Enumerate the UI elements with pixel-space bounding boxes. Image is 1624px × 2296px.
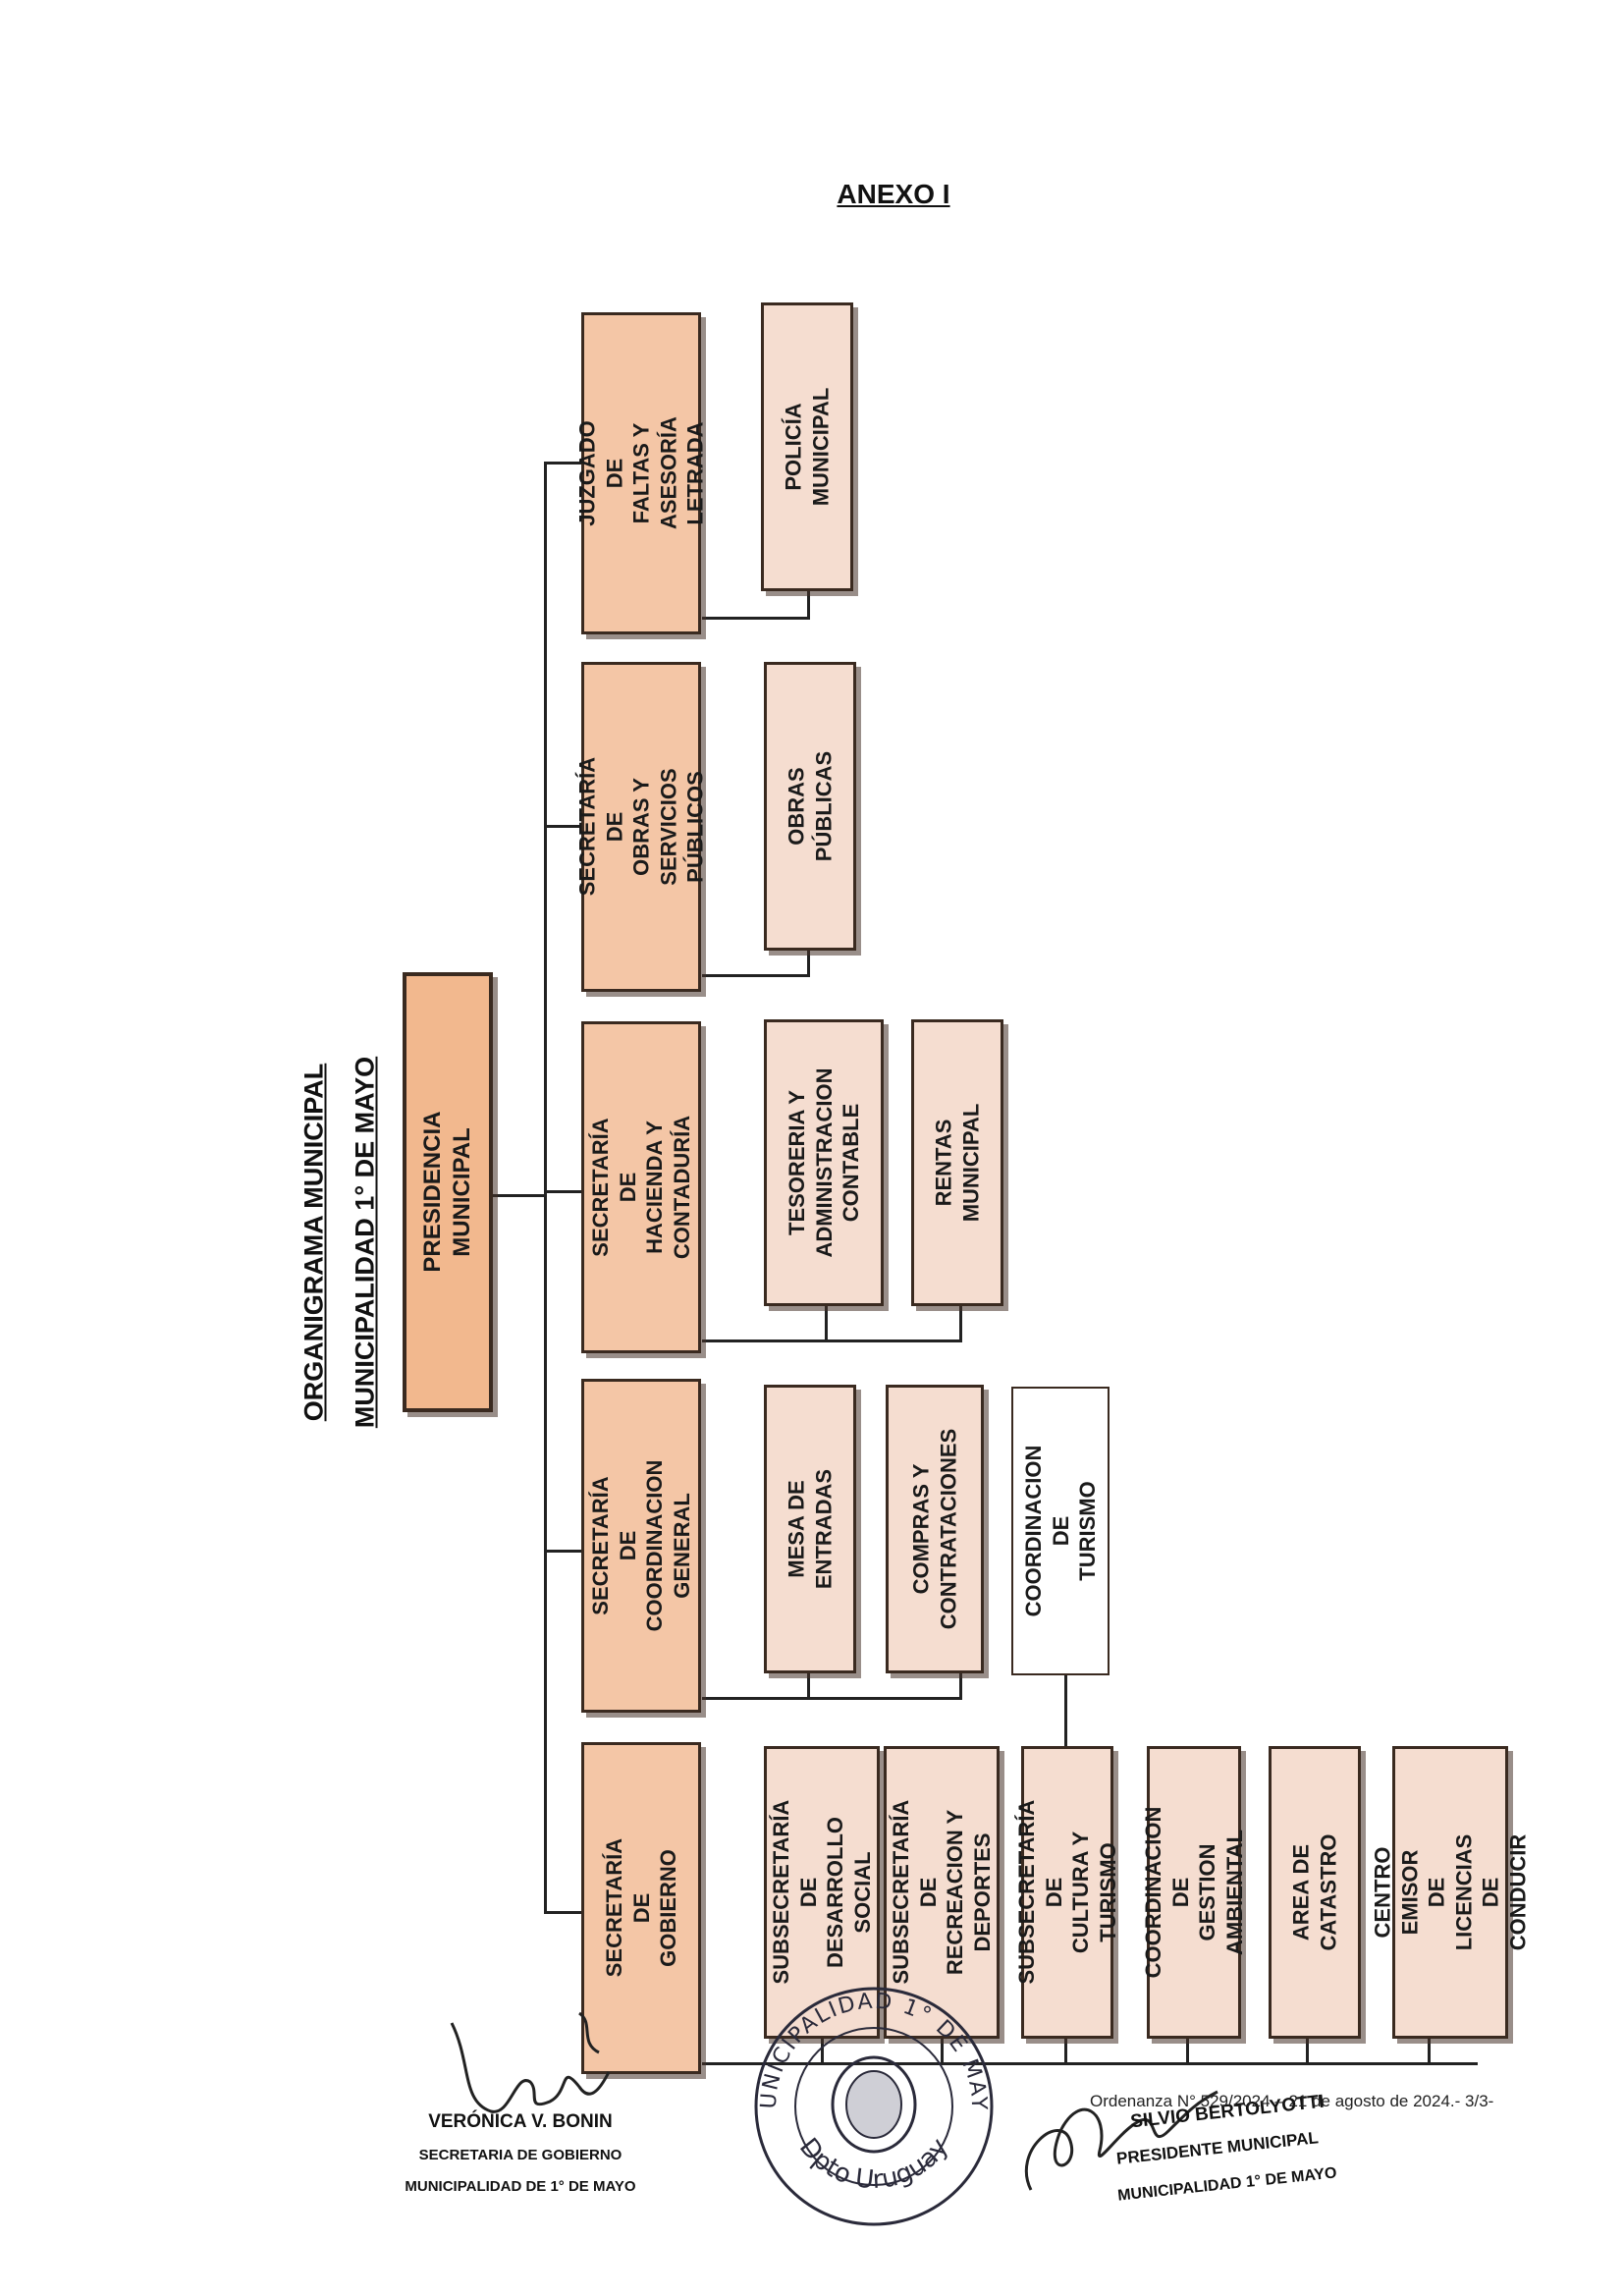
connector xyxy=(959,1672,962,1700)
connector xyxy=(544,462,547,1913)
connector xyxy=(807,1672,810,1700)
connector xyxy=(702,2062,1478,2065)
subunit-policia: POLICÍA MUNICIPAL xyxy=(761,302,853,591)
connector xyxy=(702,974,810,977)
subunit-tesoreria: TESORERIA Y ADMINISTRACION CONTABLE xyxy=(764,1019,884,1306)
subunit-label: OBRAS PÚBLICAS xyxy=(784,750,837,862)
svg-text:Dpto Uruguay: Dpto Uruguay xyxy=(793,2133,954,2196)
subunit-licencias: CENTRO EMISOR DE LICENCIAS DE CONDUCIR xyxy=(1371,1746,1530,2039)
connector xyxy=(1306,2039,1309,2065)
subunit-coordinacion-turismo: COORDINACION DE TURISMO xyxy=(1011,1387,1110,1675)
seal-bottom-text: Dpto Uruguay xyxy=(793,2133,954,2196)
subunit-obras-publicas: OBRAS PÚBLICAS xyxy=(764,662,856,951)
connector xyxy=(825,1306,828,1342)
connector xyxy=(544,1190,583,1193)
presidency-label: PRESIDENCIA MUNICIPAL xyxy=(419,1111,475,1273)
connector xyxy=(959,1306,962,1342)
subunit-label: MESA DE ENTRADAS xyxy=(784,1468,837,1590)
org-chart-title: ORGANIGRAMA MUNICIPAL xyxy=(298,1063,329,1422)
secretariat-label: SECRETARÍA DE OBRAS Y SERVICIOS PÚBLICOS xyxy=(574,756,708,897)
subunit-catastro: AREA DE CATASTRO xyxy=(1269,1746,1361,2039)
left-signer-org: MUNICIPALIDAD DE 1° DE MAYO xyxy=(405,2178,636,2195)
municipal-seal-icon: MUNICIPALIDAD 1° DE MAYO Dpto Uruguay xyxy=(746,1979,994,2226)
secretariat-gobierno: SECRETARÍA DE GOBIERNO xyxy=(581,1742,701,2074)
connector xyxy=(1428,2039,1431,2065)
left-signer-name: VERÓNICA V. BONIN xyxy=(428,2111,613,2132)
secretariat-label: SECRETARÍA DE HACIENDA Y CONTADURÍA xyxy=(588,1115,694,1260)
subunit-gestion-ambiental: COORDINACION DE GESTION AMBIENTAL xyxy=(1141,1746,1247,2039)
municipality-title: MUNICIPALIDAD 1° DE MAYO xyxy=(350,1056,380,1429)
connector xyxy=(1064,1675,1067,1748)
connector xyxy=(821,2039,824,2065)
presidency-box: PRESIDENCIA MUNICIPAL xyxy=(403,972,493,1412)
secretariat-obras: SECRETARÍA DE OBRAS Y SERVICIOS PÚBLICOS xyxy=(574,662,707,992)
connector xyxy=(941,2039,944,2065)
connector xyxy=(807,591,810,620)
connector xyxy=(702,1339,962,1342)
secretariat-hacienda: SECRETARÍA DE HACIENDA Y CONTADURÍA xyxy=(581,1021,701,1353)
annex-title: ANEXO I xyxy=(837,179,950,209)
signature-left-icon xyxy=(450,2011,611,2113)
secretariat-juzgado: JUZGADO DE FALTAS Y ASESORÍA LETRADA xyxy=(574,312,707,634)
connector xyxy=(702,1697,962,1700)
subunit-compras: COMPRAS Y CONTRATACIONES xyxy=(886,1385,984,1673)
secretariat-coordinacion: SECRETARÍA DE COORDINACION GENERAL xyxy=(581,1379,701,1713)
secretariat-label: JUZGADO DE FALTAS Y ASESORÍA LETRADA xyxy=(574,416,708,530)
connector xyxy=(1186,2039,1189,2065)
connector xyxy=(544,1911,583,1914)
subunit-label: TESORERIA Y ADMINISTRACION CONTABLE xyxy=(784,1067,863,1258)
connector xyxy=(702,617,810,620)
subunit-label: AREA DE CATASTRO xyxy=(1288,1833,1341,1951)
subunit-cultura-turismo: SUBSECRETARÍA DE CULTURA Y TURISMO xyxy=(1014,1746,1120,2039)
subunit-label: COMPRAS Y CONTRATACIONES xyxy=(908,1428,961,1630)
connector xyxy=(544,1550,583,1553)
secretariat-label: SECRETARÍA DE COORDINACION GENERAL xyxy=(588,1459,694,1632)
subunit-label: SUBSECRETARÍA DE DESARROLLO SOCIAL xyxy=(769,1799,875,1985)
connector xyxy=(544,462,583,465)
subunit-rentas: RENTAS MUNICIPAL xyxy=(911,1019,1003,1306)
footer-ordinance: Ordenanza N° 529/2024 – 21 de agosto de … xyxy=(1090,2092,1494,2110)
subunit-label: SUBSECRETARÍA DE RECREACION Y DEPORTES xyxy=(889,1799,995,1985)
subunit-label: COORDINACION DE TURISMO xyxy=(1020,1445,1100,1617)
left-signer-role: SECRETARIA DE GOBIERNO xyxy=(418,2147,623,2163)
subunit-label: POLICÍA MUNICIPAL xyxy=(781,387,834,507)
connector xyxy=(544,825,583,828)
subunit-label: CENTRO EMISOR DE LICENCIAS DE CONDUCIR xyxy=(1370,1833,1531,1951)
connector xyxy=(1064,2039,1067,2065)
signature-right-icon xyxy=(1024,2090,1218,2191)
subunit-mesa-entradas: MESA DE ENTRADAS xyxy=(764,1385,856,1673)
subunit-label: SUBSECRETARÍA DE CULTURA Y TURISMO xyxy=(1014,1799,1120,1985)
subunit-label: RENTAS MUNICIPAL xyxy=(931,1103,984,1223)
secretariat-label: SECRETARÍA DE GOBIERNO xyxy=(601,1837,680,1978)
subunit-recreacion: SUBSECRETARÍA DE RECREACION Y DEPORTES xyxy=(884,1746,1000,2039)
subunit-label: COORDINACION DE GESTION AMBIENTAL xyxy=(1141,1806,1247,1979)
connector xyxy=(493,1194,546,1197)
connector xyxy=(807,951,810,977)
